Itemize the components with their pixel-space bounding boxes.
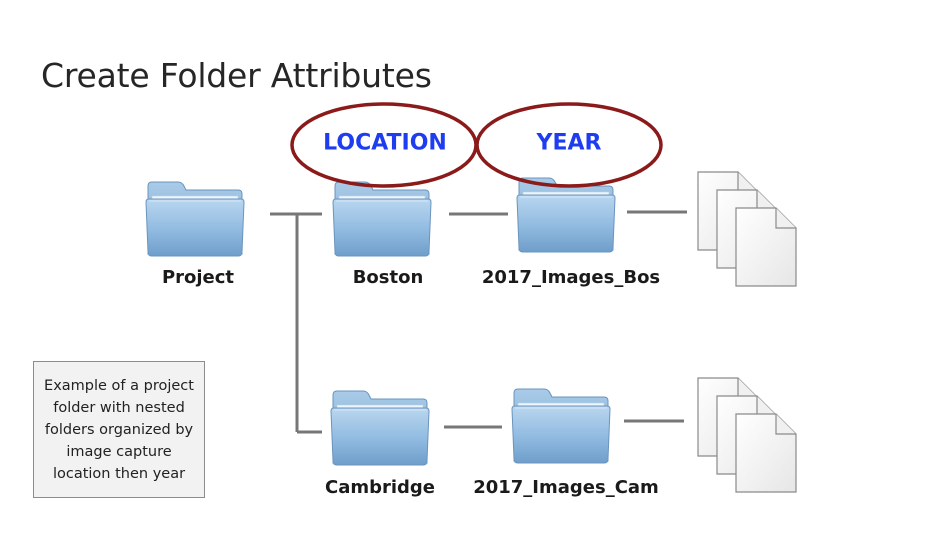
year-ellipse	[475, 102, 663, 188]
cambridge-folder-icon	[330, 390, 430, 466]
cambridge-year-folder-icon	[511, 388, 611, 464]
project-folder-label: Project	[161, 267, 235, 288]
project-folder-icon	[145, 181, 245, 257]
connector-lines	[270, 210, 687, 434]
boston-year-folder-label: 2017_Images_Bos	[481, 267, 661, 288]
boston-documents-icon	[697, 171, 797, 287]
note-box: Example of a project folder with nested …	[33, 361, 205, 498]
boston-year-folder-icon	[516, 177, 616, 253]
boston-folder-label: Boston	[352, 267, 424, 288]
location-attribute-label: LOCATION	[323, 130, 447, 156]
slide-title: Create Folder Attributes	[41, 56, 432, 95]
cambridge-folder-label: Cambridge	[324, 477, 436, 498]
note-text: Example of a project folder with nested …	[44, 377, 194, 482]
year-attribute-label: YEAR	[536, 130, 602, 156]
cambridge-documents-icon	[697, 377, 797, 493]
cambridge-year-folder-label: 2017_Images_Cam	[473, 477, 659, 498]
boston-folder-icon	[332, 181, 432, 257]
